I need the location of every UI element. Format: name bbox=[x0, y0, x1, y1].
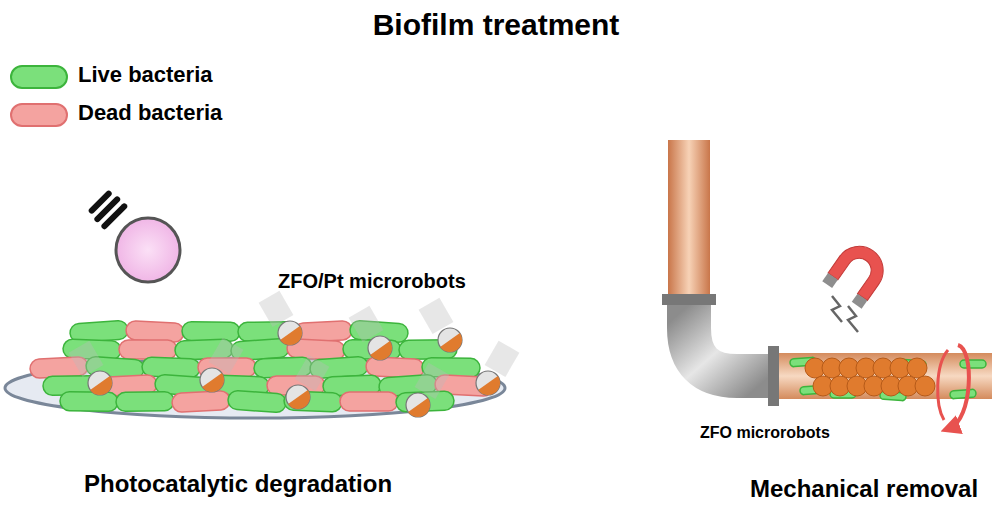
microrobot-core bbox=[280, 326, 307, 350]
legend-swatch bbox=[10, 103, 68, 127]
legend-label: Live bacteria bbox=[78, 62, 213, 87]
dead-bacterium bbox=[126, 320, 185, 342]
annotation: ZFO/Pt microrobots bbox=[278, 270, 466, 293]
pipe-biofilm bbox=[790, 357, 986, 401]
dead-bacterium bbox=[119, 340, 177, 359]
live-bacterium bbox=[950, 389, 976, 399]
live-bacterium bbox=[182, 321, 240, 341]
zfo-microrobot bbox=[915, 376, 935, 396]
title: Biofilm treatment bbox=[373, 8, 620, 43]
live-bacterium bbox=[227, 390, 286, 413]
legend-swatch bbox=[10, 65, 68, 89]
live-bacterium bbox=[960, 360, 986, 368]
microrobot-core bbox=[202, 373, 229, 397]
zfo-microrobot bbox=[907, 358, 927, 378]
microrobot-core bbox=[370, 341, 397, 365]
lamp bbox=[90, 192, 180, 282]
panel-caption: Photocatalytic degradation bbox=[84, 470, 392, 498]
dead-bacterium bbox=[172, 390, 231, 412]
legend-label: Dead bacteria bbox=[78, 100, 222, 125]
microrobot-core bbox=[90, 376, 117, 400]
live-bacterium bbox=[60, 391, 118, 411]
pipe bbox=[662, 140, 992, 406]
annotation: ZFO microrobots bbox=[700, 424, 830, 442]
panel-caption: Mechanical removal bbox=[750, 475, 978, 503]
microrobot-core bbox=[408, 398, 435, 422]
dead-bacterium bbox=[340, 392, 398, 411]
live-bacterium bbox=[116, 391, 174, 411]
microrobot-core bbox=[478, 376, 505, 400]
microrobot-core bbox=[440, 333, 467, 357]
zfo-microrobots bbox=[805, 358, 935, 396]
microrobot-core bbox=[288, 390, 315, 414]
lightning bbox=[832, 296, 858, 332]
rotation-arrow bbox=[938, 345, 969, 428]
zfo-pt-microrobots bbox=[69, 291, 520, 422]
